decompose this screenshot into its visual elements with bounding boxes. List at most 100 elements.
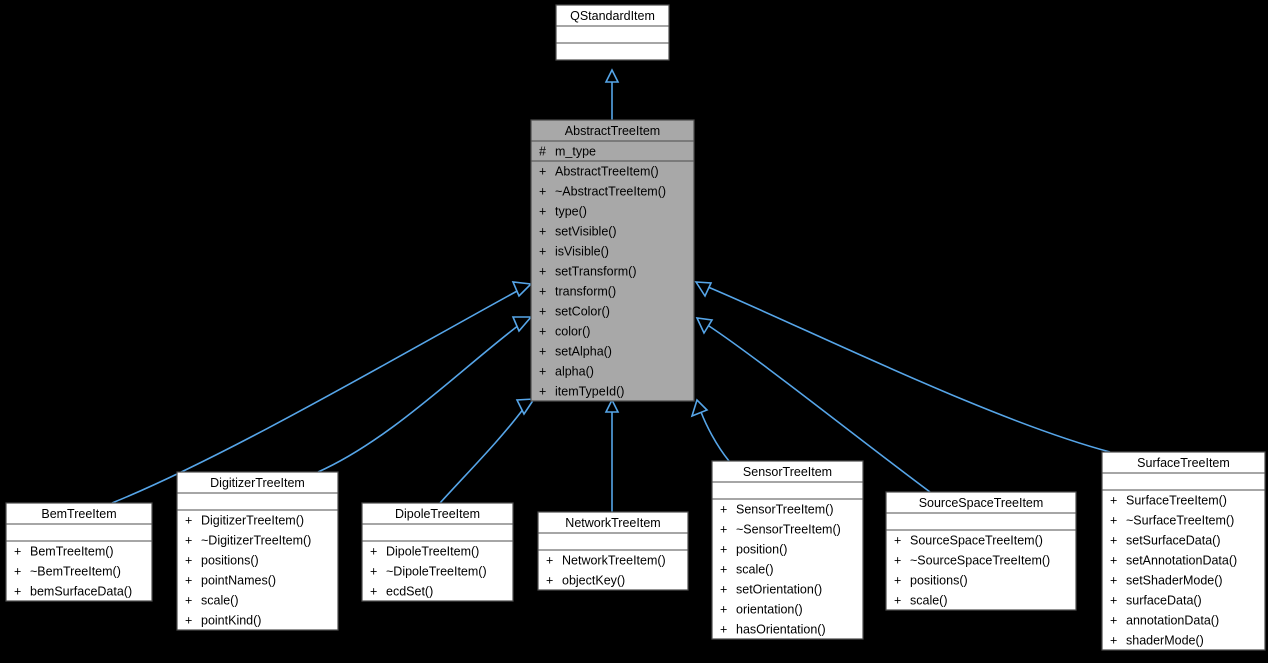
edge-line <box>317 324 520 473</box>
method-visibility: + <box>1110 533 1117 547</box>
method-visibility: + <box>539 264 546 278</box>
method-label: setTransform() <box>555 264 637 278</box>
class-box-surfacetreeitem[interactable]: SurfaceTreeItem + SurfaceTreeItem() + ~Surfa… <box>1101 451 1266 651</box>
class-box-frame <box>361 502 514 602</box>
class-box-bemtreeitem[interactable]: BemTreeItem+BemTreeItem()+~BemTreeItem()… <box>5 502 153 602</box>
method-visibility: + <box>720 562 727 576</box>
method-visibility: + <box>185 593 192 607</box>
class-box-abstracttreeitem[interactable]: AbstractTreeItem#m_type+AbstractTreeItem… <box>530 119 695 402</box>
class-box-qstandarditem[interactable]: QStandardItem <box>555 4 670 61</box>
inheritance-edge-digitizertreeitem <box>317 316 533 473</box>
method-label: shaderMode() <box>1126 633 1204 647</box>
method-visibility: + <box>539 284 546 298</box>
inheritance-edge-sensortreeitem <box>690 398 730 462</box>
method-label: DipoleTreeItem() <box>386 544 479 558</box>
inheritance-arrowhead-icon <box>515 398 536 416</box>
method-label: ~AbstractTreeItem() <box>555 184 666 198</box>
method-label: setAlpha() <box>555 344 612 358</box>
method-visibility: + <box>720 502 727 516</box>
method-visibility: + <box>539 204 546 218</box>
method-label: setOrientation() <box>736 582 822 596</box>
method-visibility: + <box>14 584 21 598</box>
method-visibility: + <box>539 324 546 338</box>
method-visibility: + <box>14 544 21 558</box>
method-visibility: + <box>894 553 901 567</box>
edge-line <box>707 286 1111 453</box>
method-label: type() <box>555 204 587 218</box>
method-visibility: + <box>14 564 21 578</box>
inheritance-edge-abstracttreeitem <box>604 68 620 120</box>
method-label: positions() <box>910 573 968 587</box>
method-visibility: + <box>539 364 546 378</box>
class-box-frame <box>711 460 864 640</box>
class-box-layer: QStandardItemAbstractTreeItem#m_type+Abs… <box>5 4 1266 651</box>
inheritance-arrowhead-icon <box>604 68 620 83</box>
method-visibility: + <box>539 304 546 318</box>
method-visibility: + <box>539 224 546 238</box>
inheritance-edge-surfacetreeitem <box>694 281 1111 453</box>
inheritance-edge-sourcespacetreeitem <box>695 317 931 493</box>
method-visibility: + <box>546 573 553 587</box>
method-label: isVisible() <box>555 244 609 258</box>
method-label: transform() <box>555 284 616 298</box>
attribute-visibility: # <box>539 144 546 158</box>
method-visibility: + <box>539 384 546 398</box>
method-label: positions() <box>201 553 259 567</box>
method-label: itemTypeId() <box>555 384 624 398</box>
method-visibility: + <box>720 622 727 636</box>
class-box-networktreeitem[interactable]: NetworkTreeItem+NetworkTreeItem()+object… <box>537 511 689 591</box>
class-box-frame <box>1101 451 1266 651</box>
method-visibility: + <box>370 584 377 598</box>
edge-line <box>708 325 931 493</box>
class-box-dipoletreeitem[interactable]: DipoleTreeItem+DipoleTreeItem()+~DipoleT… <box>361 502 514 602</box>
class-box-frame <box>537 511 689 591</box>
method-visibility: + <box>185 573 192 587</box>
method-label: SourceSpaceTreeItem() <box>910 533 1043 547</box>
inheritance-arrowhead-icon <box>511 316 533 333</box>
method-label: setColor() <box>555 304 610 318</box>
method-visibility: + <box>894 533 901 547</box>
class-box-frame <box>885 491 1077 611</box>
method-label: NetworkTreeItem() <box>562 553 666 567</box>
attribute-label: m_type <box>555 144 596 158</box>
inheritance-edge-layer <box>111 68 1111 512</box>
method-label: ~BemTreeItem() <box>30 564 121 578</box>
method-label: surfaceData() <box>1126 593 1202 607</box>
method-label: setVisible() <box>555 224 617 238</box>
class-box-digitizertreeitem[interactable]: DigitizerTreeItem+DigitizerTreeItem()+~D… <box>176 471 339 631</box>
inheritance-edge-dipoletreeitem <box>439 398 536 504</box>
class-box-sourcespacetreeitem[interactable]: SourceSpaceTreeItem+SourceSpaceTreeItem(… <box>885 491 1077 611</box>
edge-line <box>700 411 730 462</box>
method-label: SurfaceTreeItem() <box>1126 493 1227 507</box>
inheritance-arrowhead-icon <box>694 281 713 298</box>
method-label: scale() <box>201 593 239 607</box>
method-visibility: + <box>894 593 901 607</box>
method-label: annotationData() <box>1126 613 1219 627</box>
inheritance-arrowhead-icon <box>690 398 709 418</box>
method-visibility: + <box>720 582 727 596</box>
method-visibility: + <box>546 553 553 567</box>
method-label: setShaderMode() <box>1126 573 1223 587</box>
method-label: color() <box>555 324 590 338</box>
method-visibility: + <box>1110 553 1117 567</box>
class-name-label: SurfaceTreeItem <box>1137 456 1230 470</box>
method-label: AbstractTreeItem() <box>555 164 659 178</box>
method-label: ~SurfaceTreeItem() <box>1126 513 1234 527</box>
class-box-sensortreeitem[interactable]: SensorTreeItem+SensorTreeItem()+~SensorT… <box>711 460 864 640</box>
method-visibility: + <box>185 613 192 627</box>
method-label: bemSurfaceData() <box>30 584 132 598</box>
method-label: setSurfaceData() <box>1126 533 1220 547</box>
class-box-frame <box>555 4 670 61</box>
method-visibility: + <box>894 573 901 587</box>
class-name-label: BemTreeItem <box>41 507 116 521</box>
method-visibility: + <box>539 244 546 258</box>
method-label: ecdSet() <box>386 584 433 598</box>
class-name-label: SensorTreeItem <box>743 465 832 479</box>
inheritance-arrowhead-icon <box>695 317 714 335</box>
method-label: DigitizerTreeItem() <box>201 513 304 527</box>
inheritance-edge-bemtreeitem <box>111 281 533 504</box>
method-label: position() <box>736 542 787 556</box>
class-box-frame <box>5 502 153 602</box>
